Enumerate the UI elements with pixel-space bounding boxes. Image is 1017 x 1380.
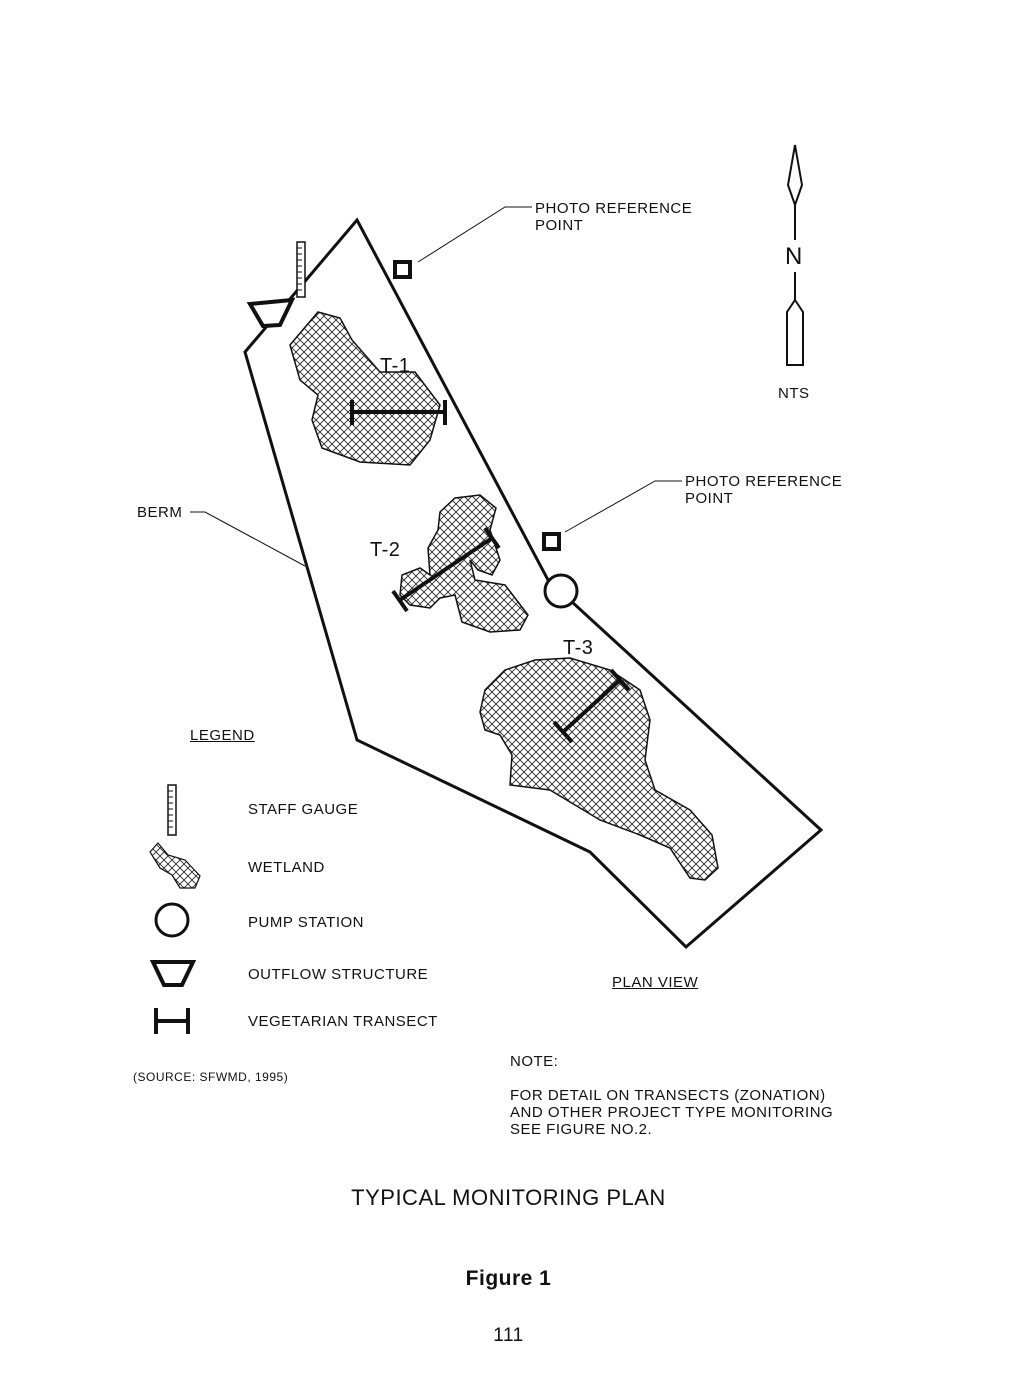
legend-pump-station-icon [154,902,190,938]
legend-item-pump-station: PUMP STATION [248,914,365,931]
legend-title: LEGEND [190,727,255,744]
berm-outline [243,217,824,950]
source-note: (SOURCE: SFWMD, 1995) [133,1070,289,1084]
plan-view-label: PLAN VIEW [612,974,699,991]
leader-line [564,480,682,533]
legend-item-wetland: WETLAND [248,859,325,876]
pump-station-icon [543,573,579,609]
photo-reference-point-icon [542,532,561,551]
north-arrow-icon [786,144,804,366]
legend-wetland-icon [149,842,201,889]
legend-item-outflow-structure: OUTFLOW STRUCTURE [248,966,429,983]
leader-line [190,511,306,567]
page-number: 111 [493,1325,524,1346]
legend-transect-icon [154,1008,190,1034]
figure-title: TYPICAL MONITORING PLAN [351,1185,666,1210]
legend-item-vegetarian-transect: VEGETARIAN TRANSECT [248,1013,438,1030]
transect-t3 [552,668,631,744]
outflow-structure-icon [246,297,296,329]
transect-t2 [391,526,501,613]
north-label: N [785,243,803,270]
wetland-2 [399,494,529,633]
photo-reference-point-icon [393,260,412,279]
transect-label-t1: T-1 [380,355,411,377]
transect-t1 [350,400,447,425]
legend-outflow-structure-icon [149,960,197,987]
legend-staff-gauge-icon [167,784,177,836]
scale-label: NTS [778,385,810,402]
transect-label-t3: T-3 [563,637,594,659]
note-heading: NOTE: [510,1053,559,1070]
figure-label: Figure 1 [465,1267,552,1290]
note-text: FOR DETAIL ON TRANSECTS (ZONATION)AND OT… [510,1087,834,1138]
staff-gauge-icon [296,241,306,298]
transect-label-t2: T-2 [370,539,401,561]
legend-item-staff-gauge: STAFF GAUGE [248,801,359,818]
leader-line [417,206,532,263]
wetland-1 [289,311,441,466]
berm-label: BERM [137,504,183,521]
wetland-3 [479,657,719,881]
